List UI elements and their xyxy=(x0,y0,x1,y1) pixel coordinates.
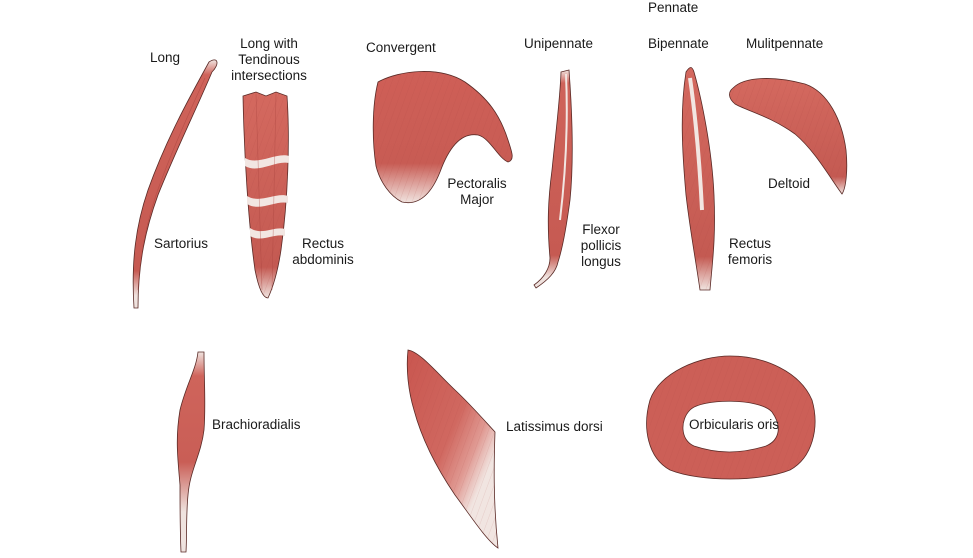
rectus-abdominis-label: Rectus abdominis xyxy=(292,236,354,267)
sartorius-shape xyxy=(132,59,218,309)
category-long-label: Long xyxy=(150,50,181,65)
orbicularis-oris-label: Orbicularis oris xyxy=(688,417,780,432)
deltoid-shape xyxy=(729,78,848,195)
latissimus-dorsi-label: Latissimus dorsi xyxy=(506,419,603,434)
category-multipennate-label: Mulitpennate xyxy=(746,36,824,51)
category-unipennate-label: Unipennate xyxy=(524,36,594,51)
category-bipennate-label: Bipennate xyxy=(648,36,709,51)
orbicularis-oris-shape xyxy=(646,355,816,480)
category-long-tendinous-label: Long with Tendinous intersections xyxy=(231,36,307,83)
brachioradialis-shape xyxy=(176,351,206,553)
rectus-femoris-label: Rectus femoris xyxy=(727,236,773,267)
sartorius-label: Sartorius xyxy=(154,236,209,251)
category-convergent-label: Convergent xyxy=(366,40,436,55)
latissimus-dorsi-shape xyxy=(406,349,499,549)
pectoralis-major-shape xyxy=(372,71,513,204)
rectus-abdominis-shape xyxy=(242,91,289,299)
category-pennate-label: Pennate xyxy=(648,0,699,15)
rectus-femoris-shape xyxy=(681,67,715,291)
flexor-pollicis-longus-label: Flexor pollicis longus xyxy=(580,222,622,269)
deltoid-label: Deltoid xyxy=(768,176,811,191)
pectoralis-major-label: Pectoralis Major xyxy=(447,176,507,207)
flexor-pollicis-longus-shape xyxy=(533,69,573,289)
brachioradialis-label: Brachioradialis xyxy=(212,417,301,432)
